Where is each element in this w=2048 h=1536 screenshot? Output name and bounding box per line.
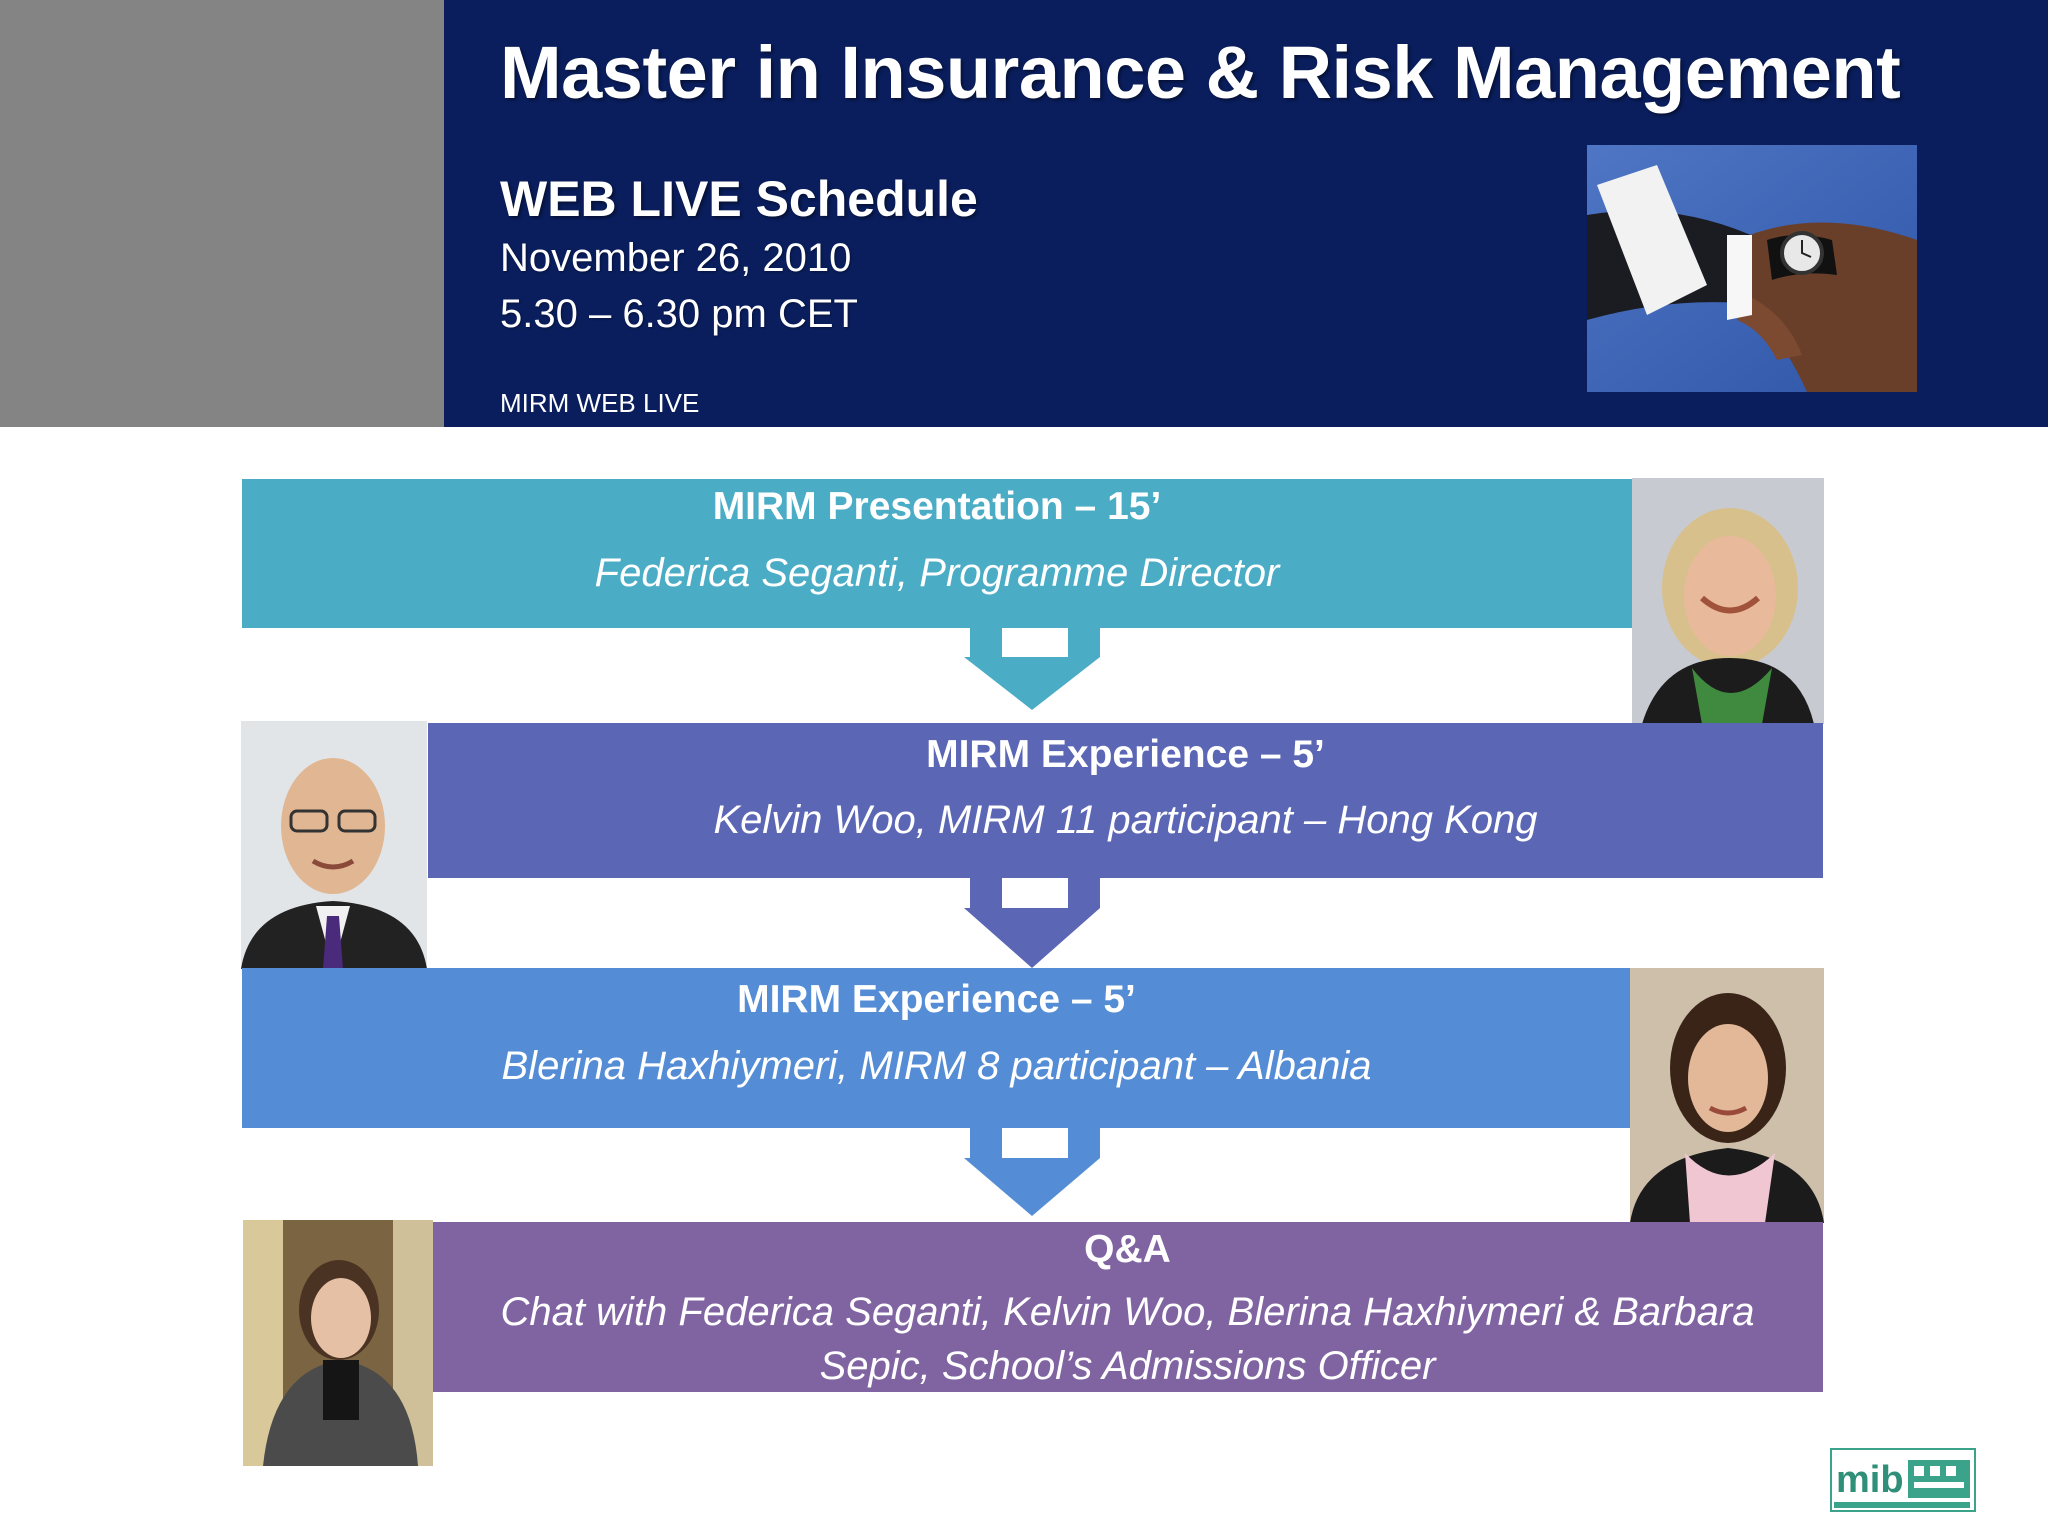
header-side-block — [0, 0, 444, 427]
schedule-item-speaker: Blerina Haxhiymeri, MIRM 8 participant –… — [501, 1044, 1372, 1088]
schedule-item-heading: Q&A — [1084, 1228, 1171, 1271]
schedule-item-heading: MIRM Presentation – 15’ — [712, 485, 1162, 528]
schedule-item-speaker: Kelvin Woo, MIRM 11 participant – Hong K… — [713, 798, 1538, 842]
speaker-photo-kelvin — [241, 721, 427, 969]
schedule-item-heading: MIRM Experience – 5’ — [926, 733, 1325, 776]
schedule-item-experience-blerina: MIRM Experience – 5’ Blerina Haxhiymeri,… — [242, 968, 1631, 1128]
watch-photo — [1587, 145, 1917, 392]
page-title: Master in Insurance & Risk Management — [500, 31, 1901, 114]
schedule-item-presentation: MIRM Presentation – 15’ Federica Seganti… — [242, 479, 1632, 628]
down-arrow-icon — [964, 878, 1100, 968]
logo-text: mib — [1836, 1459, 1904, 1501]
speaker-photo-federica — [1632, 478, 1824, 724]
schedule-item-qa: Q&A Chat with Federica Seganti, Kelvin W… — [432, 1222, 1823, 1392]
down-arrow-icon — [964, 1128, 1100, 1216]
mib-school-logo: mib — [1830, 1448, 1976, 1512]
down-arrow-icon — [964, 628, 1100, 710]
schedule-item-speaker-line2: Sepic, School’s Admissions Officer — [819, 1344, 1436, 1388]
schedule-item-heading: MIRM Experience – 5’ — [737, 978, 1136, 1021]
schedule-item-speaker-line1: Chat with Federica Seganti, Kelvin Woo, … — [500, 1290, 1755, 1334]
speaker-photo-barbara — [243, 1220, 433, 1466]
header-footer-label: MIRM WEB LIVE — [500, 388, 700, 418]
schedule-item-speaker: Federica Seganti, Programme Director — [594, 551, 1280, 595]
speaker-photo-blerina — [1630, 968, 1824, 1223]
schedule-item-experience-kelvin: MIRM Experience – 5’ Kelvin Woo, MIRM 11… — [428, 723, 1823, 878]
event-date: November 26, 2010 — [500, 236, 852, 280]
page-subtitle: WEB LIVE Schedule — [500, 171, 978, 227]
event-time: 5.30 – 6.30 pm CET — [500, 292, 858, 336]
